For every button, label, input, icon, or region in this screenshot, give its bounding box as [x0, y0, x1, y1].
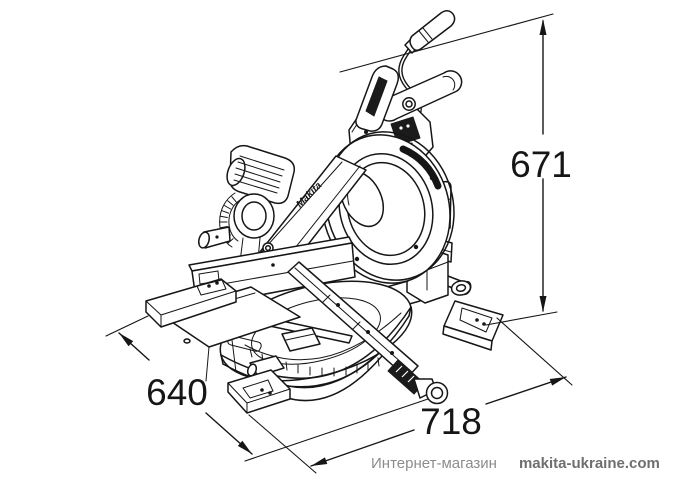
bevel-gear-housing	[233, 193, 275, 239]
grip-handle	[355, 65, 400, 132]
foot-right	[442, 300, 504, 351]
dimension-annotations: 671 640 718	[105, 13, 573, 474]
motor-housing	[226, 144, 296, 205]
foot-rear-left	[145, 278, 237, 328]
dimension-depth-label: 640	[146, 372, 208, 413]
bevel-lock-knob	[197, 226, 231, 249]
ext-line-depth-bottom	[244, 398, 429, 462]
ext-line-height-top	[339, 13, 554, 73]
slide-end-knob	[425, 381, 449, 405]
ext-line-depth-top	[105, 315, 149, 337]
footer-shop-text: Интернет-магазин	[371, 455, 497, 472]
ext-line-height-bottom	[485, 311, 558, 326]
slide-lock-knurled-knob	[387, 359, 437, 399]
dimension-height-label: 671	[510, 144, 572, 185]
miter-pointer-housing	[281, 327, 321, 352]
footer-watermark: Интернет-магазин makita-ukraine.com	[371, 455, 660, 473]
dimension-height: 671	[510, 19, 572, 312]
dimension-width-label: 718	[420, 401, 482, 442]
ext-line-width-right	[496, 317, 573, 386]
ext-line-width-left	[248, 414, 317, 474]
dimension-width: 718	[310, 376, 567, 467]
saw-illustration: Makita	[145, 10, 504, 414]
foot-front-left	[227, 369, 291, 414]
lamp-head	[404, 10, 456, 54]
guard-slot	[399, 145, 442, 190]
footer-site-link[interactable]: makita-ukraine.com	[518, 455, 660, 472]
dimension-depth: 640	[118, 332, 253, 455]
support-arm: Makita	[251, 155, 367, 279]
